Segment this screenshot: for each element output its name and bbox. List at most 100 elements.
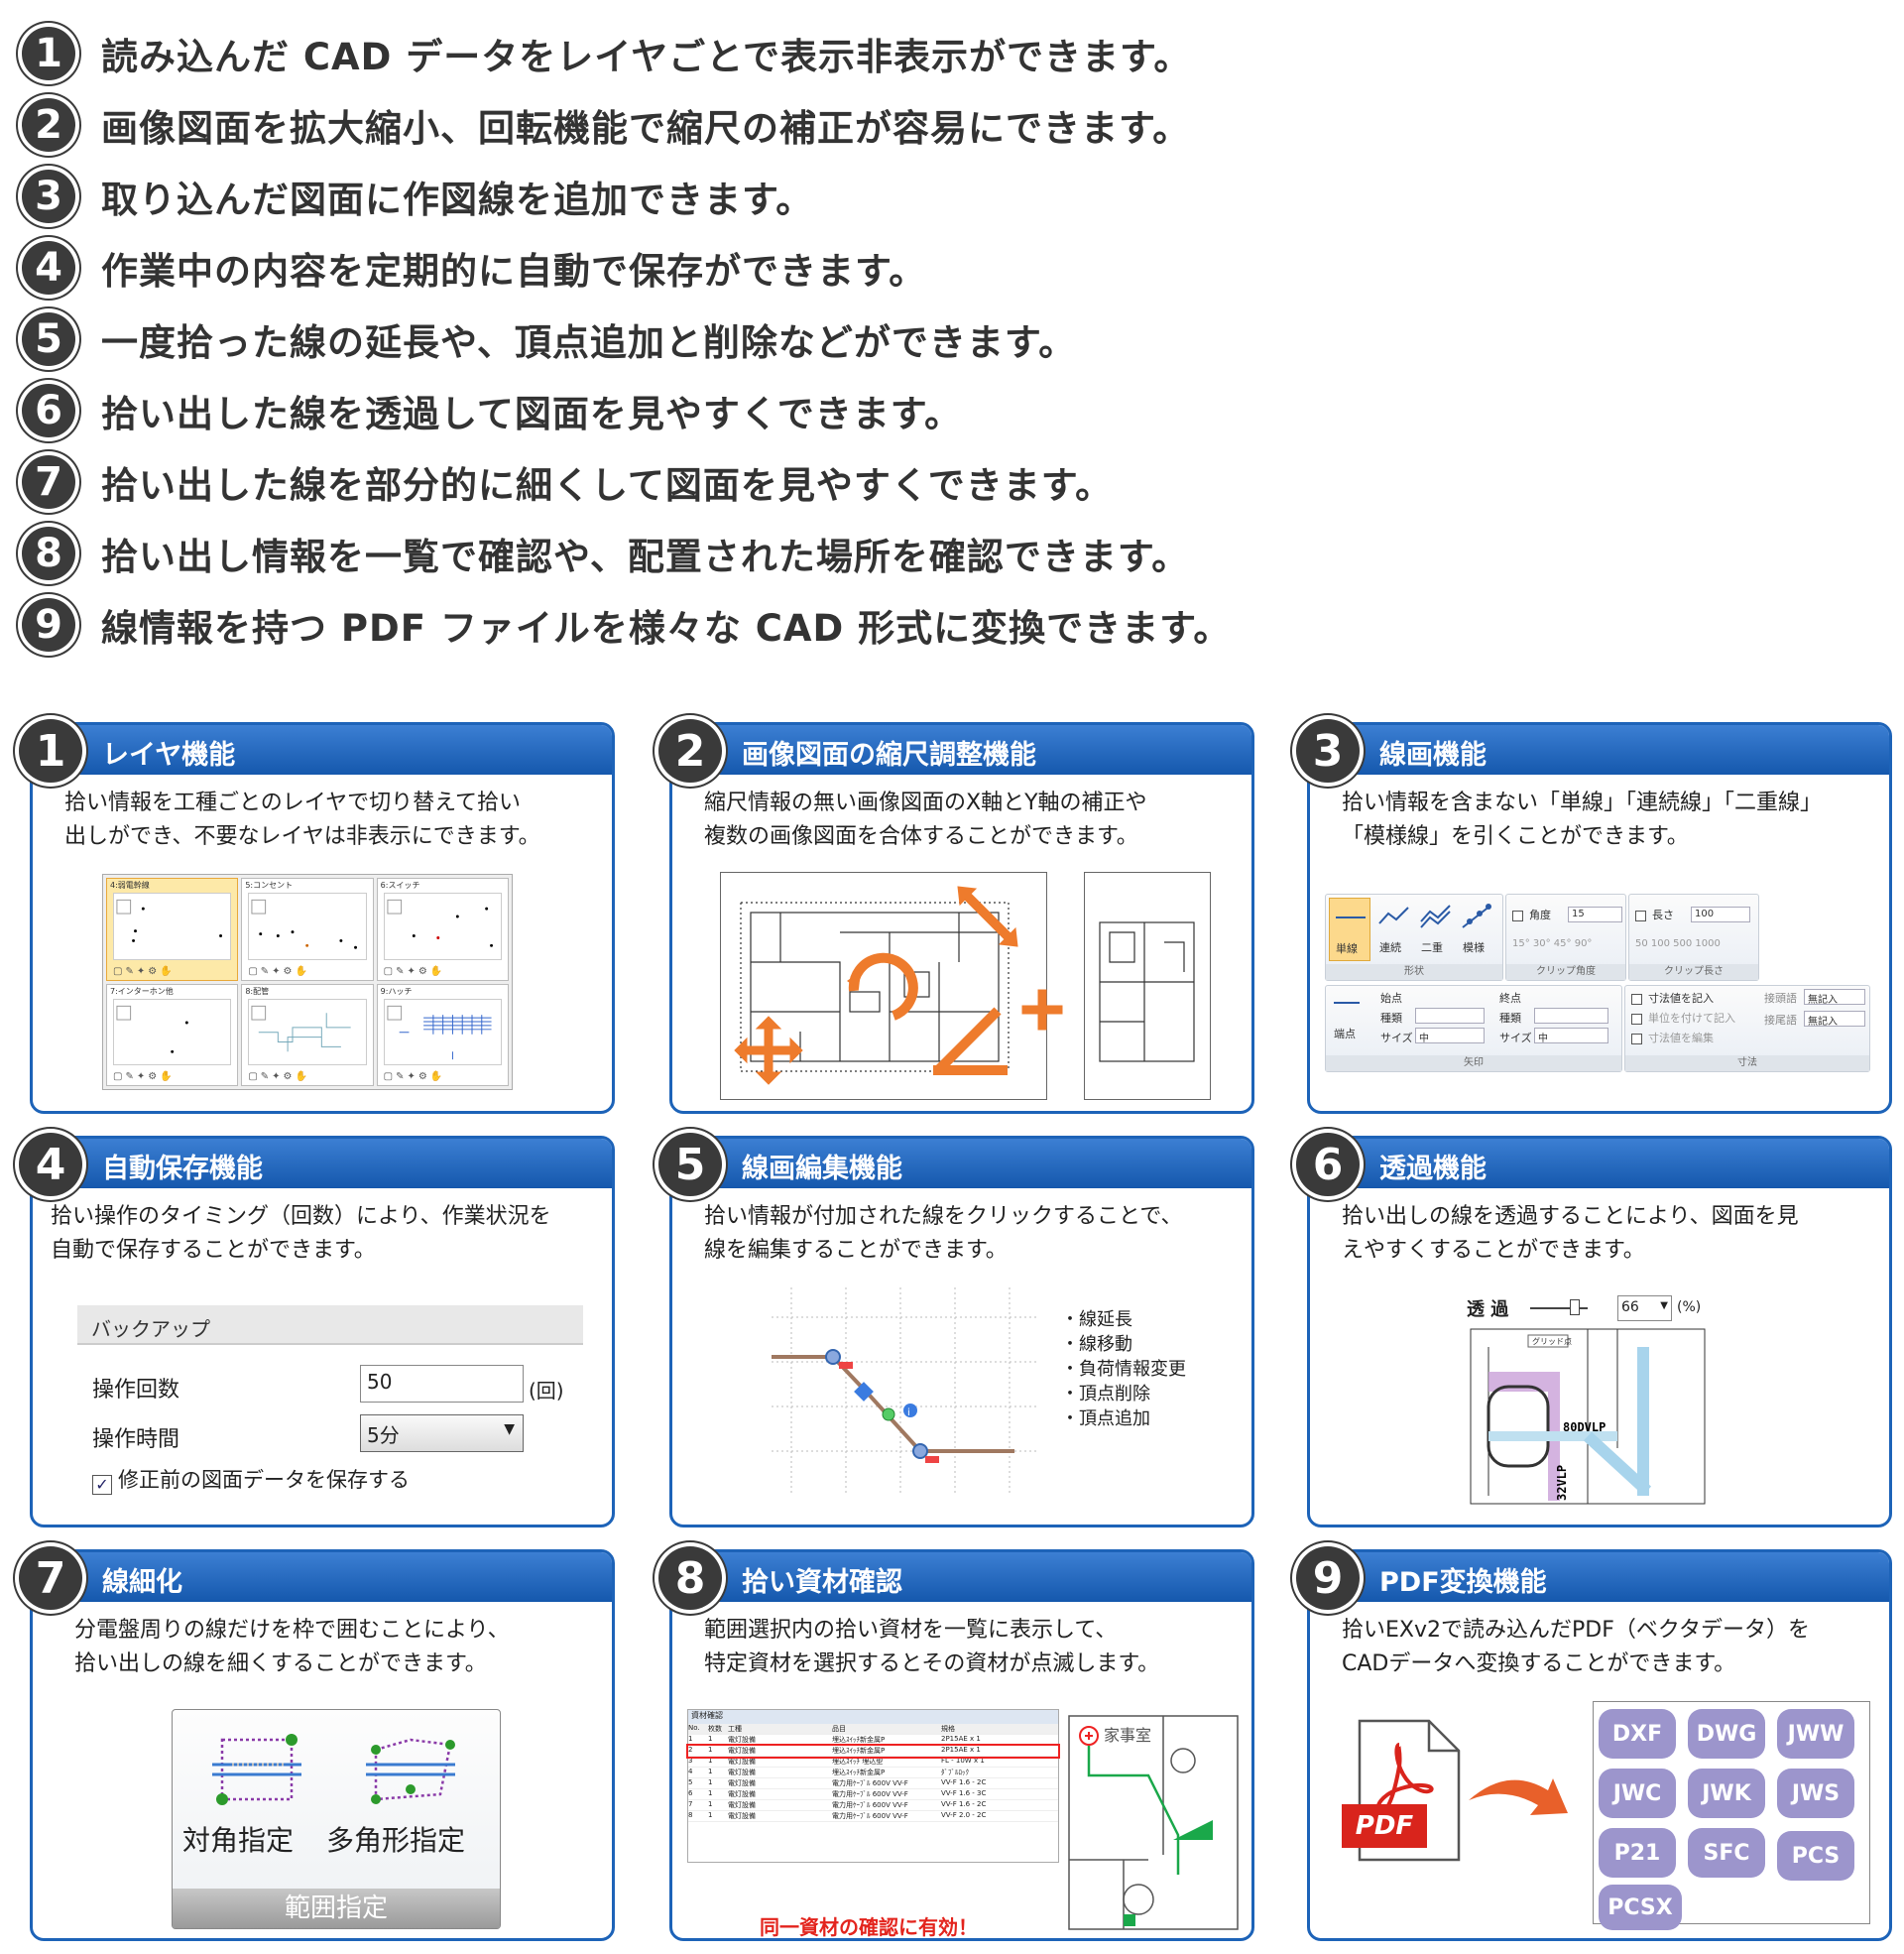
card-title: PDF変換機能: [1379, 1567, 1547, 1598]
ops-count-input[interactable]: 50: [360, 1365, 524, 1403]
range-select-caption: 範囲指定: [173, 1889, 500, 1928]
clip-angle-group: 角度 15 15° 30° 45° 90° クリップ角度: [1505, 894, 1626, 981]
format-pcsx: PCSX: [1599, 1885, 1682, 1930]
layer-feature-card: レイヤ機能 1 拾い情報を工種ごとのレイヤで切り替えて拾い出しができ、不要なレイ…: [15, 715, 615, 1114]
pipe-label: 80DVLP: [1563, 1420, 1606, 1434]
start-kind-select[interactable]: [1415, 1008, 1485, 1024]
suffix-select[interactable]: 無記入: [1804, 1011, 1865, 1028]
desc-line: CADデータへ変換することができます。: [1342, 1651, 1736, 1676]
dim-edit-checkbox[interactable]: 寸法値を編集: [1631, 1030, 1714, 1045]
desc-line: 縮尺情報の無い画像図面のX軸とY軸の補正や: [704, 791, 1147, 815]
length-presets[interactable]: 50 100 500 1000: [1635, 938, 1721, 949]
summary-text: 読み込んだ CAD データをレイヤごとで表示非表示ができます。: [101, 36, 1192, 78]
start-size-select[interactable]: 中: [1415, 1028, 1485, 1044]
checkbox-label: 修正前の図面データを保存する: [118, 1468, 410, 1492]
layer-canvas: [248, 998, 367, 1065]
feature-item: ・線延長: [1061, 1309, 1132, 1330]
number-badge: 5: [18, 308, 79, 370]
group-caption: クリップ角度: [1506, 964, 1625, 980]
number-badge: 8: [18, 523, 79, 584]
polygon-select-button[interactable]: 多角形指定: [326, 1720, 495, 1869]
layer-thumbnail[interactable]: 5:コンセント▢✎✦⚙✋: [241, 878, 374, 981]
endpoint-button[interactable]: 端点: [1334, 1028, 1356, 1040]
pattern-line-button[interactable]: 模様: [1457, 898, 1498, 961]
card-description: 拾い操作のタイミング（回数）により、作業状況を自動で保存することができます。: [51, 1200, 586, 1268]
single-line-button[interactable]: 単線: [1329, 898, 1370, 961]
select-value: 5分: [367, 1423, 400, 1447]
layer-tool-icons[interactable]: ▢✎✦⚙✋: [383, 1071, 446, 1082]
card-header: PDF変換機能: [1310, 1552, 1889, 1602]
layer-tool-icons[interactable]: ▢✎✦⚙✋: [248, 965, 310, 977]
angle-label: 角度: [1529, 909, 1551, 921]
angle-select[interactable]: 15: [1568, 907, 1622, 922]
layer-thumbnail[interactable]: 7:インターホン他▢✎✦⚙✋: [106, 983, 239, 1086]
transparency-slider[interactable]: [1530, 1299, 1588, 1315]
number-badge: 1: [18, 23, 79, 84]
layer-tool-icons[interactable]: ▢✎✦⚙✋: [113, 965, 176, 977]
layer-tool-icons[interactable]: ▢✎✦⚙✋: [383, 965, 446, 977]
kind-label: 種類: [1380, 1012, 1402, 1025]
feature-item: ・頂点追加: [1061, 1408, 1150, 1429]
angle-checkbox[interactable]: 角度: [1512, 907, 1551, 922]
feature-item: ・線移動: [1061, 1334, 1132, 1355]
dim-unit-checkbox[interactable]: 単位を付けて記入: [1631, 1010, 1735, 1026]
layer-tool-icons[interactable]: ▢✎✦⚙✋: [113, 1071, 176, 1082]
desc-line: 分電盤周りの線だけを枠で囲むことにより、: [74, 1618, 510, 1643]
layer-thumbnail[interactable]: 8:配管▢✎✦⚙✋: [241, 983, 374, 1086]
slider-thumb[interactable]: [1570, 1299, 1580, 1315]
layer-thumbnail[interactable]: 4:弱電幹線▢✎✦⚙✋: [106, 878, 239, 981]
summary-text: 取り込んだ図面に作図線を追加できます。: [101, 179, 814, 221]
length-checkbox[interactable]: 長さ: [1635, 907, 1674, 922]
ops-time-select[interactable]: 5分▼: [360, 1414, 524, 1452]
checkmark-icon: ✓: [92, 1475, 112, 1495]
group-caption: クリップ長さ: [1629, 964, 1758, 980]
card-number-badge: 8: [654, 1542, 726, 1614]
line-edit-illustration: i: [772, 1287, 1039, 1496]
card-number-badge: 1: [15, 715, 86, 787]
card-title: レイヤ機能: [102, 740, 236, 771]
polygon-select-icon: [366, 1738, 455, 1804]
card-description: 縮尺情報の無い画像図面のX軸とY軸の補正や複数の画像図面を合体することができます…: [704, 787, 1240, 854]
layer-canvas: [383, 998, 502, 1065]
format-sfc: SFC: [1688, 1828, 1765, 1878]
layer-tool-icons[interactable]: ▢✎✦⚙✋: [248, 1071, 310, 1082]
double-line-button[interactable]: 二重: [1415, 898, 1457, 961]
summary-item: 3 取り込んだ図面に作図線を追加できます。: [18, 161, 1882, 232]
number-badge: 3: [18, 166, 79, 227]
layer-thumbnail[interactable]: 6:スイッチ▢✎✦⚙✋: [376, 878, 509, 981]
length-select[interactable]: 100: [1691, 907, 1750, 922]
end-size-select[interactable]: 中: [1534, 1028, 1608, 1044]
auto-save-card: 自動保存機能 4 拾い操作のタイミング（回数）により、作業状況を自動で保存するこ…: [15, 1129, 615, 1527]
ops-time-label: 操作時間: [92, 1427, 180, 1452]
ops-unit: (回): [529, 1379, 564, 1403]
button-label: 模様: [1463, 941, 1485, 954]
clip-length-group: 長さ 100 50 100 500 1000 クリップ長さ: [1628, 894, 1759, 981]
column-header: 品目: [832, 1725, 846, 1733]
transparency-label: 透 過: [1467, 1299, 1509, 1320]
number-badge: 6: [18, 380, 79, 441]
kind-label: 種類: [1499, 1012, 1521, 1025]
dim-value-checkbox[interactable]: 寸法値を記入: [1631, 990, 1714, 1006]
floor-plan-second-image: [1084, 872, 1211, 1100]
diagonal-select-button[interactable]: 対角指定: [182, 1720, 331, 1869]
prefix-select[interactable]: 無記入: [1804, 989, 1865, 1006]
angle-presets[interactable]: 15° 30° 45° 90°: [1512, 938, 1593, 949]
note-text: 同一資材の確認に有効！: [760, 1915, 978, 1939]
layer-thumbnail[interactable]: 9:ハッチ▢✎✦⚙✋: [376, 983, 509, 1086]
summary-text: 画像図面を拡大縮小、回転機能で縮尺の補正が容易にできます。: [101, 107, 1191, 150]
end-kind-select[interactable]: [1534, 1008, 1608, 1024]
polyline-button[interactable]: 連続: [1373, 898, 1415, 961]
transparency-select[interactable]: 66▼: [1617, 1295, 1672, 1321]
format-jwk: JWK: [1688, 1769, 1765, 1818]
save-original-checkbox[interactable]: ✓ 修正前の図面データを保存する: [92, 1464, 410, 1495]
suffix-label: 接尾語: [1764, 1014, 1797, 1027]
